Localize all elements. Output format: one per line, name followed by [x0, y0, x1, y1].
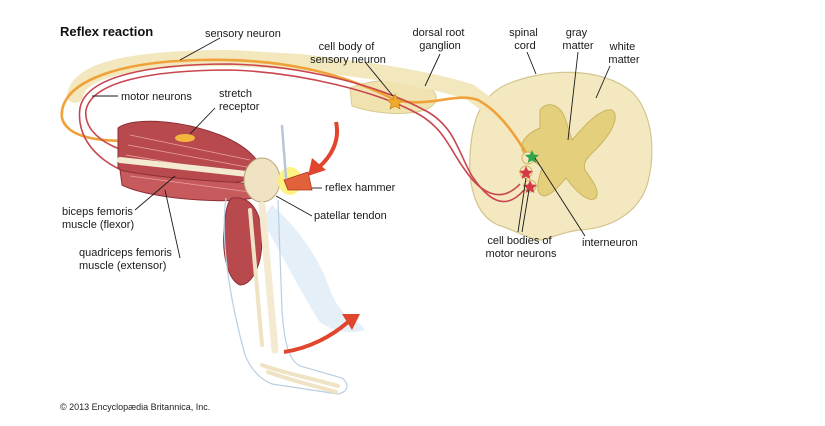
label-white-matter-line-2: matter: [608, 54, 640, 66]
label-spinal-cord-line-2: cord: [514, 40, 535, 52]
label-gray-matter-line-1: gray: [566, 27, 588, 39]
muscle-striations: [125, 134, 253, 193]
label-cell-body-sensory: cell body of sensory neuron: [310, 41, 386, 66]
leg-outline: [223, 197, 348, 395]
nerve-bundle: [67, 49, 513, 126]
label-white-matter: white matter: [608, 41, 640, 66]
label-cell-body-sensory-line-2: sensory neuron: [310, 54, 386, 66]
label-quadriceps-line-2: muscle (extensor): [79, 260, 166, 272]
leader-lines: [92, 37, 611, 259]
tibia-bone: [258, 201, 279, 354]
label-interneuron: interneuron: [582, 237, 638, 249]
label-dorsal-root-ganglion: dorsal root ganglion: [412, 27, 467, 52]
label-dorsal-root-line-2: ganglion: [419, 40, 461, 52]
foot-bones: [260, 363, 340, 394]
leader-biceps-femoris: [134, 175, 176, 211]
label-spinal-cord-line-1: spinal: [509, 27, 538, 39]
label-cell-body-sensory-line-1: cell body of: [319, 41, 376, 53]
leader-gray-matter: [567, 51, 579, 141]
leader-dorsal-root: [424, 53, 441, 87]
knee-joint: [243, 157, 281, 203]
label-stretch-receptor-line-1: stretch: [219, 88, 252, 100]
leader-spinal-cord: [526, 51, 537, 75]
motor-neuron-fiber-1: [85, 69, 521, 196]
label-reflex-hammer: reflex hammer: [325, 182, 396, 194]
label-gray-matter: gray matter: [562, 27, 594, 52]
interneuron-star: [525, 150, 539, 163]
hammer-handle: [280, 124, 288, 180]
label-patellar-tendon: patellar tendon: [314, 210, 387, 222]
leader-stretch-receptor: [189, 107, 216, 135]
label-spinal-cord: spinal cord: [509, 27, 541, 52]
label-cell-bodies-motor-line-2: motor neurons: [486, 248, 557, 260]
leader-white-matter: [595, 65, 611, 99]
leader-cell-bodies-motor-1: [517, 177, 527, 233]
label-biceps-femoris: biceps femoris muscle (flexor): [62, 206, 136, 231]
hammer-head: [283, 171, 313, 191]
leader-cell-bodies-motor-2: [521, 189, 530, 233]
label-biceps-femoris-line-1: biceps femoris: [62, 206, 133, 218]
stretch-receptor: [175, 134, 195, 142]
lower-leg: [223, 197, 348, 395]
femur-bone: [117, 157, 268, 179]
label-biceps-femoris-line-2: muscle (flexor): [62, 219, 134, 231]
label-quadriceps-line-1: quadriceps femoris: [79, 247, 172, 259]
hammer-motion-arrowhead: [308, 158, 326, 176]
motor-neuron-fiber-2: [78, 63, 525, 203]
leader-cell-body-sensory: [364, 61, 394, 97]
label-cell-bodies-motor: cell bodies of motor neurons: [486, 235, 557, 260]
leader-patellar-tendon: [275, 195, 313, 217]
spinal-cord: [469, 71, 653, 241]
motor-cell-body-star-1: [519, 166, 533, 179]
sensory-cell-body-star: [386, 93, 404, 110]
leader-sensory-neuron: [179, 37, 221, 61]
reflex-hammer: [278, 124, 313, 195]
motor-cell-body-star-2: [523, 180, 537, 193]
leg-kick-arrow: [283, 320, 350, 354]
ghost-extended-leg: [262, 205, 365, 333]
leg-kick-arrowhead: [342, 314, 360, 330]
leader-quadriceps: [164, 189, 181, 259]
label-sensory-neuron: sensory neuron: [205, 28, 281, 40]
sensory-neuron-fiber: [60, 58, 530, 157]
label-gray-matter-line-2: matter: [562, 40, 594, 52]
leader-interneuron: [534, 157, 586, 237]
copyright-notice: © 2013 Encyclopædia Britannica, Inc.: [60, 402, 210, 412]
label-white-matter-line-1: white: [609, 41, 636, 53]
label-stretch-receptor-line-2: receptor: [219, 101, 260, 113]
fibula-bone: [248, 208, 264, 347]
label-motor-neurons: motor neurons: [121, 91, 192, 103]
thigh: [117, 120, 268, 202]
label-quadriceps-femoris: quadriceps femoris muscle (extensor): [79, 247, 175, 272]
label-cell-bodies-motor-line-1: cell bodies of: [487, 235, 552, 247]
label-stretch-receptor: stretch receptor: [219, 88, 260, 113]
hammer-motion-arrow: [316, 121, 339, 170]
diagram-title: Reflex reaction: [60, 24, 153, 39]
label-dorsal-root-line-1: dorsal root: [412, 27, 464, 39]
